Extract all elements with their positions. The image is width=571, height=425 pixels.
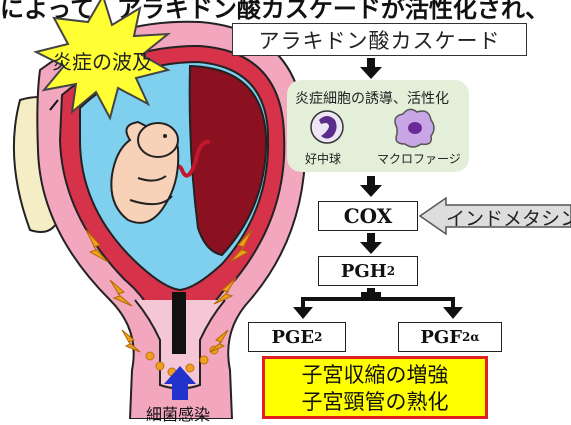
result-line-2: 子宮頸管の熟化 [265,389,485,416]
cascade-title-box: アラキドン酸カスケード [232,23,527,56]
cox-box: COX [318,201,418,231]
pge2-label: PGE [272,327,315,348]
cascade-title: アラキドン酸カスケード [259,25,501,55]
branch-arrow [286,288,486,320]
cervical-canal [172,292,186,354]
pgf2a-subscript: 2α [462,330,480,344]
pgh2-subscript: 2 [387,264,395,278]
inflammation-burst-label: 炎症の波及 [52,46,152,75]
neutrophil-label: 好中球 [305,150,341,167]
arrow-down-icon [360,58,382,80]
macrophage-label: マクロファージ [377,150,461,167]
result-line-1: 子宮収縮の増強 [265,362,485,389]
infection-label: 細菌感染 [146,401,210,425]
inhibitor-label: インドメタシン [446,204,571,231]
pgf2a-label: PGF [420,327,462,348]
macrophage-icon [389,106,437,150]
arrow-down-icon [360,176,382,198]
pgh2-label: PGH [341,261,387,282]
cox-label: COX [344,204,393,228]
result-box: 子宮収縮の増強 子宮頸管の熟化 [262,356,488,419]
cell-box-title: 炎症細胞の誘導、活性化 [295,88,463,108]
pge2-subscript: 2 [314,330,322,344]
inflammatory-cell-box: 炎症細胞の誘導、活性化 好中球 マクロファージ [287,80,469,172]
neutrophil-icon [307,108,347,146]
arrow-down-icon [360,233,382,255]
